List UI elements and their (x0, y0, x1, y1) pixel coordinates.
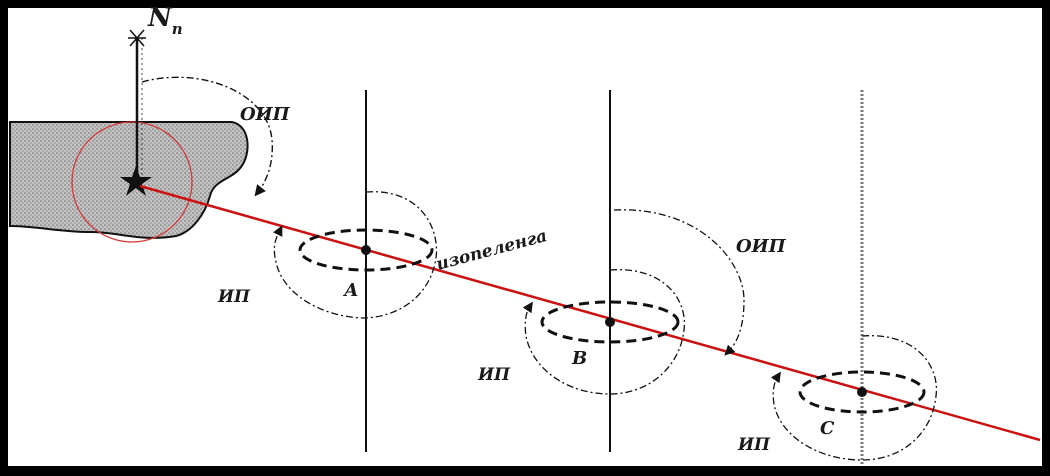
ip-label-a: ИП (217, 287, 251, 307)
isobearing-label: изопеленга (434, 226, 549, 275)
north-tick-icon (128, 29, 146, 47)
point-label-a: А (342, 280, 359, 301)
position-ellipse-a (298, 228, 434, 272)
bearing-label-mid: ОИП (736, 236, 787, 257)
ip-arc-c (770, 335, 938, 461)
point-label-c: С (820, 418, 835, 439)
bearing-arc-top (141, 76, 274, 197)
north-label: Nп (147, 3, 183, 38)
point-c (857, 387, 867, 397)
ip-arc-b (522, 269, 686, 395)
point-a (361, 245, 371, 255)
beacon-star-icon (120, 166, 152, 196)
bearing-label-top: ОИП (240, 104, 291, 125)
point-b (605, 317, 615, 327)
ip-label-b: ИП (477, 365, 511, 385)
bearing-arc-mid (613, 209, 745, 356)
ip-label-c: ИП (737, 435, 771, 455)
isobearing-line (139, 184, 1041, 442)
beacon-range-circle (71, 121, 193, 243)
ip-arc-a (273, 191, 438, 319)
point-label-b: В (571, 348, 587, 369)
position-ellipse-b (540, 300, 680, 344)
position-ellipse-c (798, 370, 926, 414)
